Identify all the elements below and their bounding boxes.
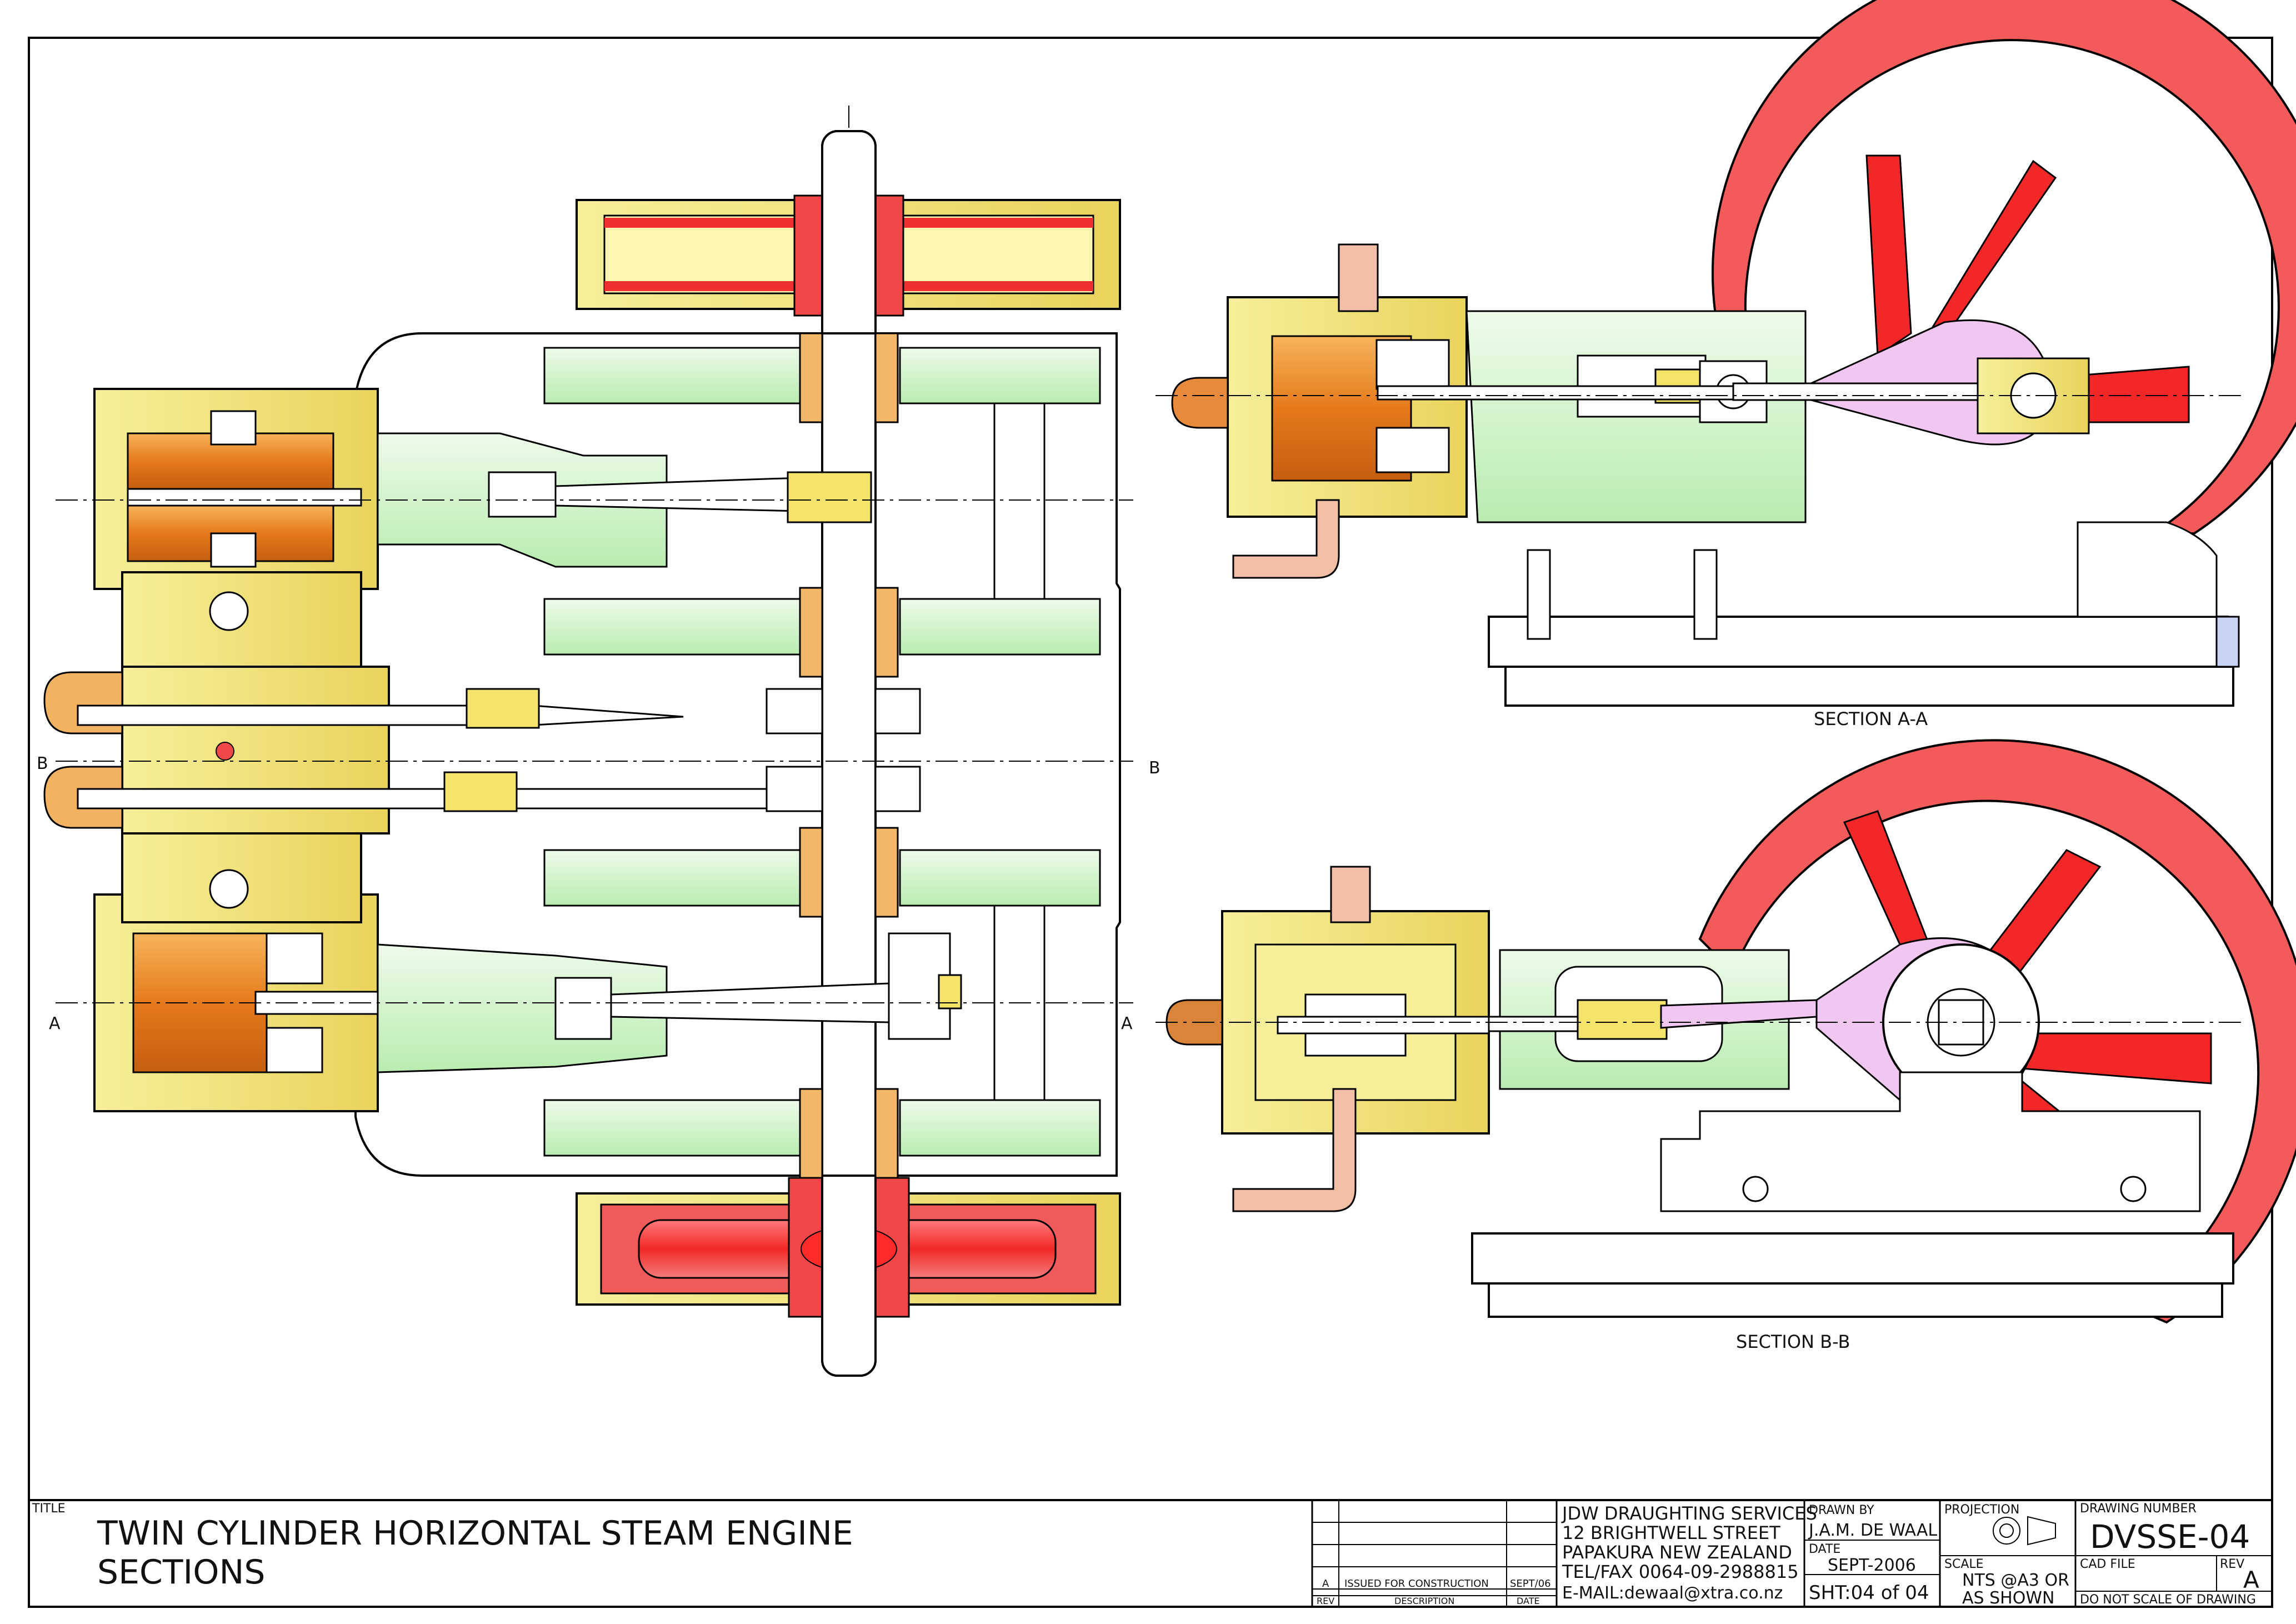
title-block: [1311, 1500, 2272, 1607]
cad-file-caption: CAD FILE: [2080, 1557, 2135, 1571]
projection-caption: PROJECTION: [1944, 1503, 2019, 1517]
company-line-4: TEL/FAX 0064-09-2988815: [1562, 1561, 1799, 1582]
drawn-by-caption: DRAWN BY: [1809, 1503, 1874, 1517]
plan-section-view: B B A A: [37, 106, 1160, 1378]
section-b-b-label: SECTION B-B: [1736, 1331, 1850, 1352]
scale-caption: SCALE: [1944, 1557, 1984, 1571]
marker-b-left: B: [37, 754, 48, 773]
section-a-a-view: SECTION A-A: [1155, 0, 2296, 729]
rev-row-date: SEPT/06: [1510, 1578, 1551, 1590]
scale-note: DO NOT SCALE OF DRAWING: [2080, 1593, 2256, 1607]
frame-column-upper: [993, 402, 1046, 600]
drawing-number-value: DVSSE-04: [2090, 1518, 2250, 1556]
bedplate-outline: [354, 332, 1121, 1177]
sheet-border: [28, 37, 2273, 1608]
rev-row-rev: A: [1322, 1578, 1329, 1590]
main-bearings: [543, 347, 1101, 1157]
section-b-b-view: SECTION B-B: [1155, 739, 2296, 1352]
title-line-1: TWIN CYLINDER HORIZONTAL STEAM ENGINE: [97, 1514, 853, 1553]
date-caption: DATE: [1809, 1542, 1840, 1556]
section-a-a-label: SECTION A-A: [1814, 708, 1928, 729]
drawn-by-value: J.A.M. DE WAAL: [1808, 1521, 1937, 1540]
rev-header-rev: REV: [1317, 1596, 1334, 1606]
drawing-number-caption: DRAWING NUMBER: [2080, 1502, 2197, 1516]
rev-row-description: ISSUED FOR CONSTRUCTION: [1344, 1578, 1489, 1590]
rev-caption: REV: [2220, 1557, 2244, 1571]
marker-a-right: A: [1121, 1014, 1133, 1033]
eccentrics: [766, 688, 921, 812]
rev-header-date: DATE: [1517, 1596, 1540, 1606]
rev-value: A: [2243, 1566, 2259, 1593]
scale-line-1: NTS @A3 OR: [1962, 1571, 2069, 1590]
marker-a-left: A: [49, 1014, 61, 1033]
scale-line-2: AS SHOWN: [1962, 1588, 2054, 1608]
sheet-number: SHT:04 of 04: [1809, 1582, 1929, 1604]
valve-chest: [43, 571, 768, 923]
company-line-2: 12 BRIGHTWELL STREET: [1562, 1522, 1780, 1543]
flywheel-top-section: [576, 194, 1121, 317]
company-line-3: PAPAKURA NEW ZEALAND: [1562, 1542, 1792, 1563]
company-line-5: E-MAIL:dewaal@xtra.co.nz: [1562, 1583, 1783, 1603]
marker-b-right: B: [1149, 758, 1160, 778]
company-line-1: JDW DRAUGHTING SERVICES: [1561, 1503, 1817, 1524]
flywheel-rim-a: [1712, 0, 2296, 534]
rev-header-description: DESCRIPTION: [1394, 1596, 1454, 1606]
cylinder-upper: [93, 388, 872, 590]
title-caption: TITLE: [32, 1502, 66, 1516]
bearing-bushes: [799, 332, 899, 1179]
date-value: SEPT-2006: [1828, 1556, 1916, 1575]
title-line-2: SECTIONS: [97, 1553, 265, 1592]
